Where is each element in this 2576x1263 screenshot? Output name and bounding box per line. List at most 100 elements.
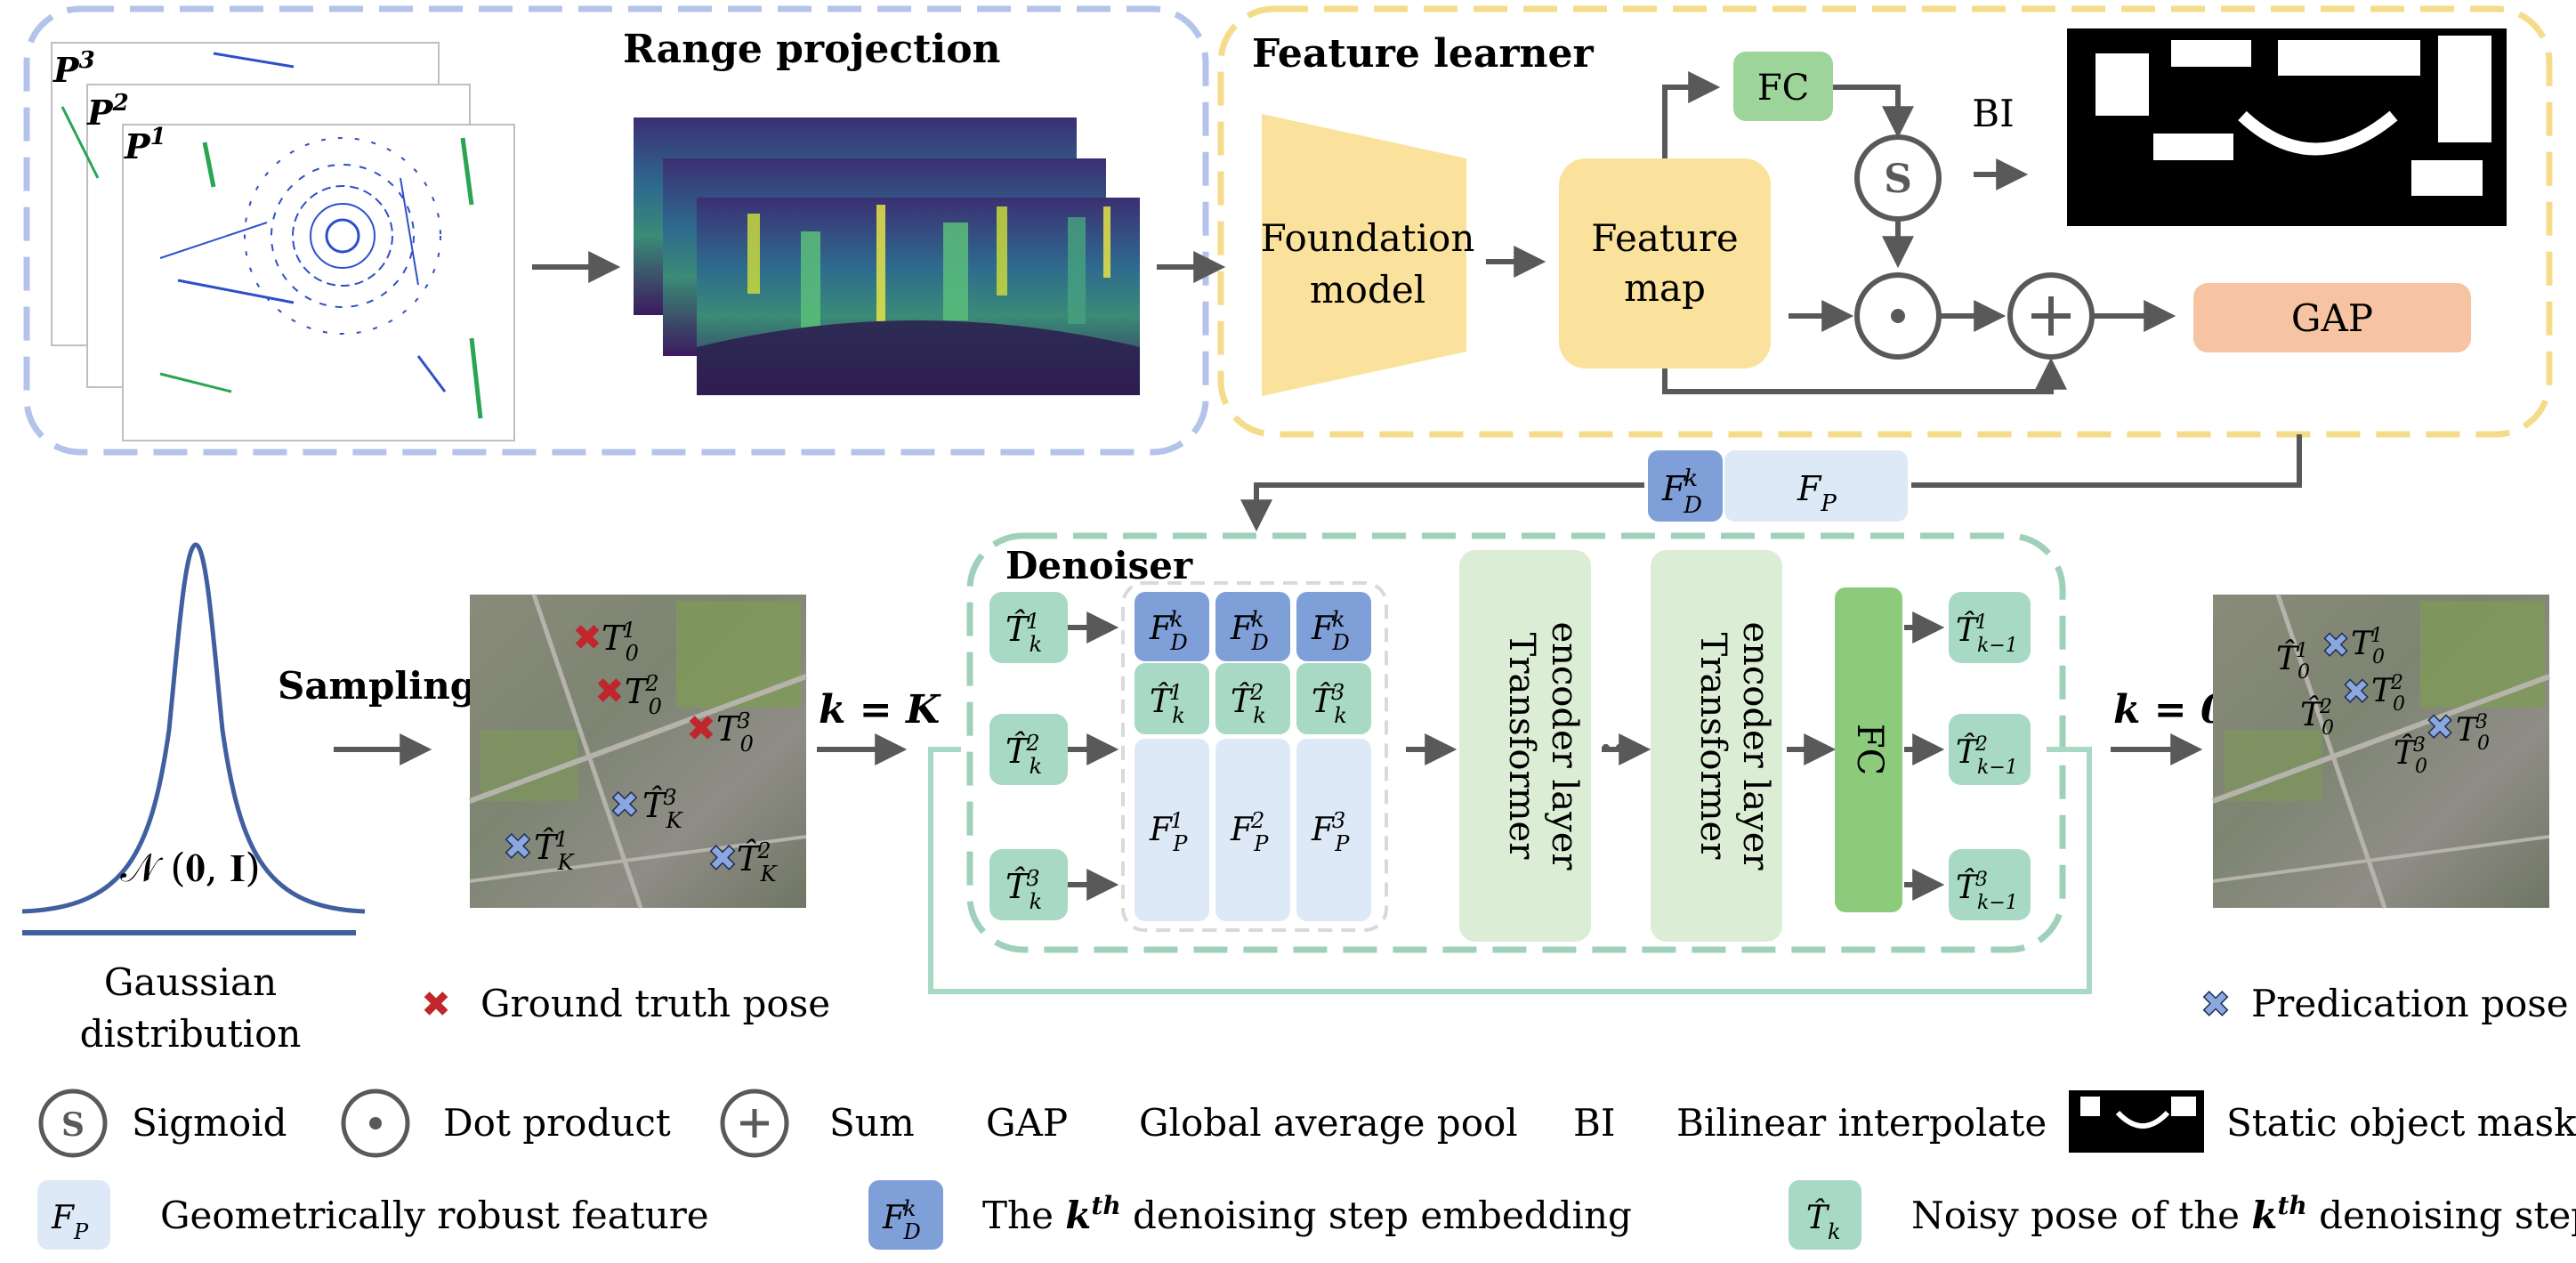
feedback-loop bbox=[928, 747, 2092, 994]
aerial-image-left bbox=[468, 594, 808, 909]
point-cloud-frame-1 bbox=[122, 124, 515, 441]
gaussian-curve bbox=[21, 542, 366, 914]
fp-bar-label: FP bbox=[1797, 469, 1837, 517]
legend-mask-icon bbox=[2069, 1090, 2204, 1153]
grid-fd-3 bbox=[1296, 592, 1371, 661]
grid-fd-1 bbox=[1135, 592, 1209, 661]
transformer-label-2a: Transformer bbox=[1692, 633, 1733, 861]
point-cloud-label-3: P3 bbox=[52, 47, 95, 90]
gaussian-formula: 𝒩 (𝟎, 𝐈) bbox=[120, 846, 260, 891]
feature-learner-frame bbox=[1217, 5, 2553, 438]
sigmoid-symbol: S bbox=[1884, 157, 1912, 202]
pred-marker-k3: ✖ bbox=[610, 785, 640, 826]
gt-marker-2: ✖ bbox=[594, 671, 625, 712]
k-equals-0-label: k = 0 bbox=[2113, 687, 2228, 733]
point-cloud-label-2: P2 bbox=[86, 90, 129, 133]
range-projection-frame bbox=[23, 5, 1209, 456]
arrow-skip-to-sum bbox=[1662, 357, 2067, 394]
output-token-2 bbox=[1949, 714, 2031, 785]
grid-fp-2 bbox=[1215, 739, 1290, 921]
legend-fd-icon bbox=[868, 1180, 943, 1250]
point-cloud-scan bbox=[61, 52, 483, 419]
foundation-model-label-1: Foundation bbox=[1261, 216, 1475, 260]
grid-tk-1 bbox=[1135, 663, 1209, 734]
legend-gap-label: Global average pool bbox=[1139, 1101, 1518, 1145]
static-object-mask-image bbox=[2067, 28, 2507, 226]
k-equals-K-label: k = K bbox=[819, 687, 941, 733]
legend-tk-symbol: T̂k bbox=[1806, 1198, 1841, 1244]
pred-marker-k2: ✖ bbox=[707, 838, 738, 879]
legend-mask-label: Static object mask bbox=[2226, 1101, 2576, 1145]
gap-block bbox=[2193, 283, 2471, 352]
legend-sigmoid-icon bbox=[38, 1089, 108, 1158]
legend-sigmoid-symbol: S bbox=[61, 1106, 85, 1144]
legend-ground-truth-marker: ✖ bbox=[421, 984, 451, 1025]
fp-bar-block bbox=[1724, 450, 1908, 522]
bi-label: BI bbox=[1972, 92, 2014, 135]
legend-sum-label: Sum bbox=[829, 1101, 915, 1145]
input-token-2 bbox=[989, 714, 1068, 785]
legend-gap-abbr: GAP bbox=[986, 1101, 1068, 1145]
gt-marker-3: ✖ bbox=[686, 708, 716, 749]
transformer-label-2b: encoder layer bbox=[1735, 621, 1776, 870]
legend-tk-label: Noisy pose of the kth denoising step bbox=[1911, 1191, 2576, 1237]
denoiser-frame bbox=[966, 532, 2066, 953]
fc-block-top bbox=[1733, 52, 1833, 121]
legend-fd-label: The kth denoising step embedding bbox=[982, 1191, 1632, 1237]
point-cloud-label-1: P1 bbox=[124, 124, 166, 166]
legend-fp-symbol: FP bbox=[51, 1200, 89, 1244]
arrow-bar-to-denoiser bbox=[1240, 482, 1644, 532]
transformer-label-1b: encoder layer bbox=[1544, 621, 1585, 870]
range-image-texture bbox=[697, 205, 1140, 395]
transformer-block-1 bbox=[1459, 550, 1591, 942]
fc-block-denoiser bbox=[1835, 587, 1902, 912]
arrow-fc-to-sigmoid bbox=[1833, 85, 1914, 139]
grid-fd-2 bbox=[1215, 592, 1290, 661]
legend-tk-icon bbox=[1789, 1180, 1861, 1250]
range-projection-title: Range projection bbox=[623, 27, 1001, 72]
feature-map-label-2: map bbox=[1624, 266, 1706, 310]
pred-right-marker-1: ✖ bbox=[2322, 626, 2350, 665]
grid-fp-1 bbox=[1135, 739, 1209, 921]
denoiser-title: Denoiser bbox=[1005, 544, 1193, 587]
aerial-image-right bbox=[2211, 594, 2551, 909]
transformer-label-1a: Transformer bbox=[1501, 633, 1542, 861]
grid-fp-3 bbox=[1296, 739, 1371, 921]
output-token-3 bbox=[1949, 849, 2031, 920]
legend-bi-abbr: BI bbox=[1573, 1101, 1615, 1145]
point-cloud-stack: P3 P2 P1 bbox=[51, 42, 515, 441]
transformer-block-2 bbox=[1651, 550, 1782, 942]
gt-marker-1: ✖ bbox=[572, 618, 602, 659]
fc-label-top: FC bbox=[1757, 68, 1809, 109]
